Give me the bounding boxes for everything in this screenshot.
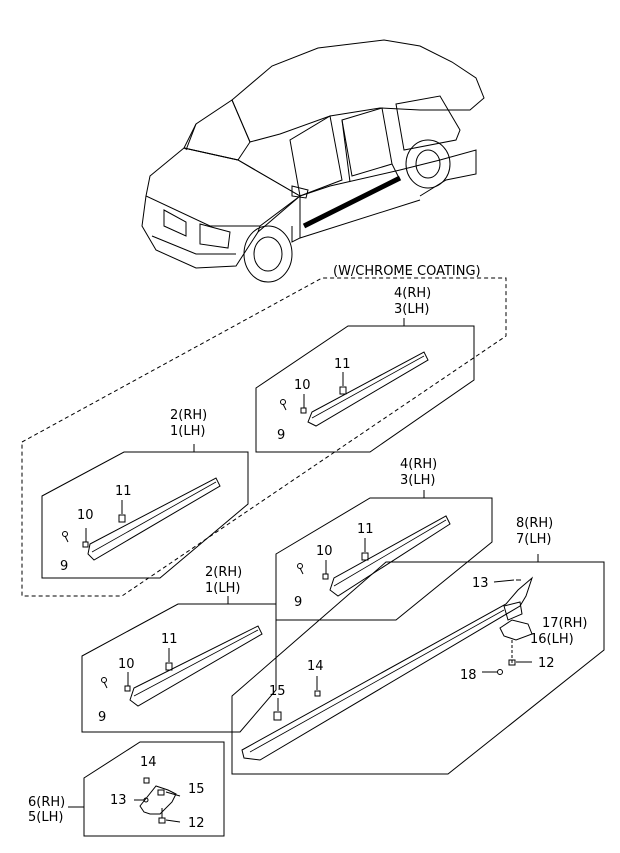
bracket-label-lh: 5(LH): [28, 810, 63, 825]
sill-label-lh: 7(LH): [516, 532, 551, 547]
callout-std-rear-10: 10: [316, 544, 333, 559]
callout-chrome-rear-9: 9: [277, 428, 285, 443]
sill-label-rh: 8(RH): [516, 516, 553, 531]
callout-bracket-12: 12: [188, 816, 205, 831]
chrome-front-panel: [41, 451, 249, 579]
std-front-label-lh: 1(LH): [205, 581, 240, 596]
std-front-molding: [129, 625, 263, 707]
callout-std-rear-9: 9: [294, 595, 302, 610]
callout-sill-15: 15: [269, 684, 286, 699]
vehicle-illustration: [141, 39, 485, 283]
callout-std-rear-11: 11: [357, 522, 374, 537]
callout-sill-18: 18: [460, 668, 477, 683]
callout-bracket-14: 14: [140, 755, 157, 770]
callout-chrome-front-10: 10: [77, 508, 94, 523]
std-front-panel: [81, 603, 277, 733]
chrome-rear-clip-11: [339, 386, 347, 395]
chrome-front-label-rh: 2(RH): [170, 408, 207, 423]
callout-chrome-front-9: 9: [60, 559, 68, 574]
std-rear-label-lh: 3(LH): [400, 473, 435, 488]
bracket-label-rh: 6(RH): [28, 795, 65, 810]
callout-std-front-9: 9: [98, 710, 106, 725]
callout-std-front-10: 10: [118, 657, 135, 672]
callout-chrome-rear-10: 10: [294, 378, 311, 393]
callout-bracket-13: 13: [110, 793, 127, 808]
callout-chrome-front-11: 11: [115, 484, 132, 499]
callout-sill-17: 17(RH): [542, 616, 588, 631]
callout-sill-12: 12: [538, 656, 555, 671]
variant-label: (W/CHROME COATING): [333, 264, 481, 279]
chrome-coating-boundary: [21, 277, 507, 597]
std-front-label-rh: 2(RH): [205, 565, 242, 580]
bracket-panel: [83, 741, 225, 837]
chrome-rear-label-rh: 4(RH): [394, 286, 431, 301]
std-rear-panel: [275, 497, 493, 621]
chrome-front-clip-11: [118, 514, 126, 523]
callout-sill-13: 13: [472, 576, 489, 591]
callout-std-front-11: 11: [161, 632, 178, 647]
std-front-clip-11: [165, 662, 173, 671]
chrome-rear-panel: [255, 325, 475, 453]
chrome-rear-label-lh: 3(LH): [394, 302, 429, 317]
std-rear-label-rh: 4(RH): [400, 457, 437, 472]
std-rear-molding: [329, 515, 451, 597]
sill-panel: [231, 561, 605, 775]
std-rear-clip-11: [361, 552, 369, 561]
callout-sill-16: 16(LH): [530, 632, 574, 647]
chrome-front-label-lh: 1(LH): [170, 424, 205, 439]
chrome-rear-molding: [307, 351, 429, 427]
sill-molding: [241, 576, 534, 761]
vehicle-molding-highlight: [302, 175, 402, 229]
callout-chrome-rear-11: 11: [334, 357, 351, 372]
callout-bracket-15: 15: [188, 782, 205, 797]
bracket-part: [139, 785, 177, 815]
callout-sill-14: 14: [307, 659, 324, 674]
sill-end-cap: [499, 619, 533, 641]
chrome-front-molding: [87, 477, 221, 561]
